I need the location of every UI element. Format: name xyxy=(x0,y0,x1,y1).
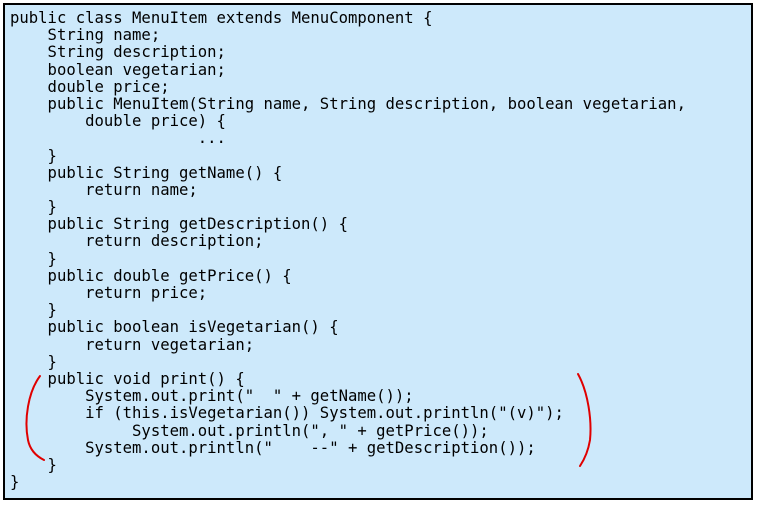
code-panel xyxy=(3,3,753,500)
code-line: if (this.isVegetarian()) System.out.prin… xyxy=(10,404,564,423)
code-line: System.out.println(", " + getPrice()); xyxy=(10,421,489,440)
code-line: ... xyxy=(10,129,226,148)
code-line: boolean vegetarian; xyxy=(10,60,226,79)
code-line: } xyxy=(10,249,57,268)
code-line: public MenuItem(String name, String desc… xyxy=(10,94,686,113)
code-line: return name; xyxy=(10,180,198,199)
code-line: System.out.println(" --" + getDescriptio… xyxy=(10,438,536,457)
code-line: } xyxy=(10,198,57,217)
code-line: public double getPrice() { xyxy=(10,266,292,285)
code-line: return vegetarian; xyxy=(10,335,255,354)
code-line: String name; xyxy=(10,26,161,45)
code-line: String description; xyxy=(10,43,226,62)
code-line: } xyxy=(10,455,57,474)
code-line: double price) { xyxy=(10,112,226,131)
code-line: public boolean isVegetarian() { xyxy=(10,318,339,337)
code-line: } xyxy=(10,352,57,371)
code-line: public class MenuItem extends MenuCompon… xyxy=(10,9,433,27)
code-line: } xyxy=(10,301,57,320)
code-line: public void print() { xyxy=(10,369,245,388)
code-line: public String getDescription() { xyxy=(10,215,348,234)
code-listing: public class MenuItem extends MenuCompon… xyxy=(10,9,686,492)
code-line: } xyxy=(10,146,57,165)
code-line: return description; xyxy=(10,232,264,251)
code-line: return price; xyxy=(10,284,208,302)
code-line: double price; xyxy=(10,77,170,96)
code-line: public String getName() { xyxy=(10,163,283,182)
code-line: } xyxy=(10,473,20,492)
code-line: System.out.print(" " + getName()); xyxy=(10,387,414,406)
